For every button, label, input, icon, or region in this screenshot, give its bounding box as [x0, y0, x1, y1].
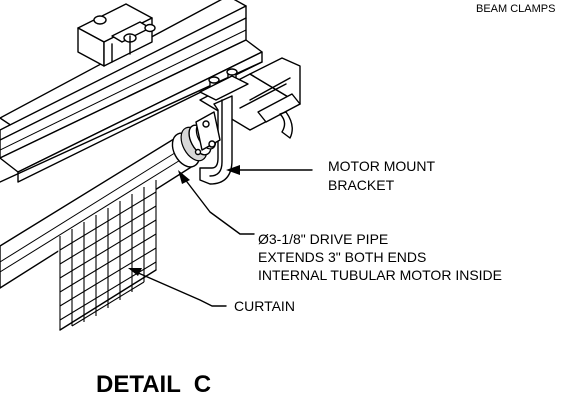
label-drive-pipe-line3: INTERNAL TUBULAR MOTOR INSIDE	[258, 267, 502, 283]
label-beam-clamps: BEAM CLAMPS	[476, 3, 555, 15]
beam-clamp-left	[77, 3, 156, 67]
leader-motor-mount	[226, 165, 313, 175]
support-beam	[0, 0, 263, 183]
leader-curtain	[128, 268, 227, 307]
label-motor-mount-line2: BRACKET	[328, 177, 395, 193]
label-motor-mount-line1: MOTOR MOUNT	[328, 158, 436, 174]
label-drive-pipe-line2: EXTENDS 3" BOTH ENDS	[258, 249, 426, 265]
tubular-motor-collar	[180, 111, 221, 162]
label-curtain: CURTAIN	[234, 298, 295, 314]
detail-title: DETAIL C	[96, 371, 211, 398]
label-drive-pipe-line1: Ø3-1/8" DRIVE PIPE	[258, 231, 388, 247]
motor-mount-strut	[199, 57, 301, 139]
leader-drive-pipe	[178, 170, 255, 235]
curtain-mesh	[58, 178, 160, 331]
motor-mount-bracket	[199, 95, 233, 185]
